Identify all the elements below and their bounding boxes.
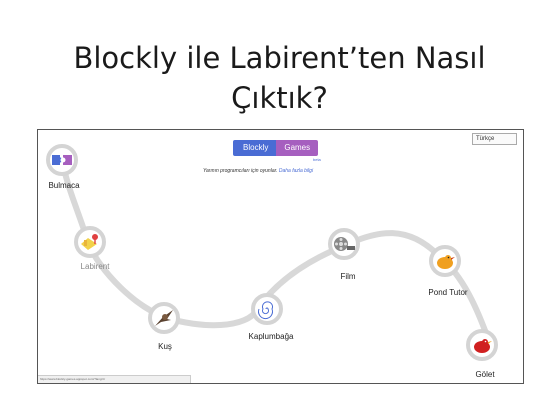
logo-games: Games <box>276 140 319 156</box>
blockly-games-logo[interactable]: Blockly Games <box>233 140 319 156</box>
orange-duck-icon <box>437 255 455 269</box>
film-reel-icon <box>334 237 355 251</box>
slide-title: Blockly ile Labirent’ten Nasıl Çıktık? <box>0 38 559 118</box>
tagline-text: Yarının programcıları için oyunlar. <box>203 168 278 174</box>
tagline: Yarının programcıları için oyunlar. Daha… <box>203 168 313 174</box>
maze-pegman-icon <box>81 234 98 250</box>
turtle-spiral-icon <box>258 301 273 320</box>
red-duck-icon <box>474 339 492 353</box>
logo-beta: beta <box>313 157 321 162</box>
bird-icon <box>155 310 173 326</box>
game-node-golet[interactable] <box>466 329 498 361</box>
game-label-bulmaca[interactable]: Bulmaca <box>48 181 80 190</box>
slide-title-line1: Blockly ile Labirent’ten Nasıl <box>73 41 486 75</box>
game-node-film[interactable] <box>328 228 360 260</box>
game-node-kus[interactable] <box>148 302 180 334</box>
game-label-kus[interactable]: Kuş <box>158 342 172 351</box>
game-node-labirent[interactable] <box>74 226 106 258</box>
game-node-pond-tutor[interactable] <box>429 245 461 277</box>
game-label-golet[interactable]: Gölet <box>475 370 495 379</box>
browser-status-bar: https://www.blockly-games.appspot.com/?l… <box>38 375 191 383</box>
more-info-link[interactable]: Daha fazla bilgi <box>278 168 314 174</box>
game-label-kaplumbaga[interactable]: Kaplumbağa <box>248 332 294 341</box>
game-node-bulmaca[interactable] <box>46 144 78 176</box>
puzzle-piece-icon <box>52 155 72 165</box>
game-label-labirent[interactable]: Labirent <box>80 262 110 271</box>
game-label-film[interactable]: Film <box>340 272 356 281</box>
logo-blockly: Blockly <box>233 140 277 156</box>
slide-title-line2: Çıktık? <box>231 81 328 115</box>
blockly-games-screenshot: Türkçe Blockly Games beta Yarının progra… <box>37 129 524 384</box>
language-select[interactable]: Türkçe <box>472 133 517 145</box>
game-label-pond-tutor[interactable]: Pond Tutor <box>428 288 468 297</box>
game-node-kaplumbaga[interactable] <box>251 293 283 325</box>
